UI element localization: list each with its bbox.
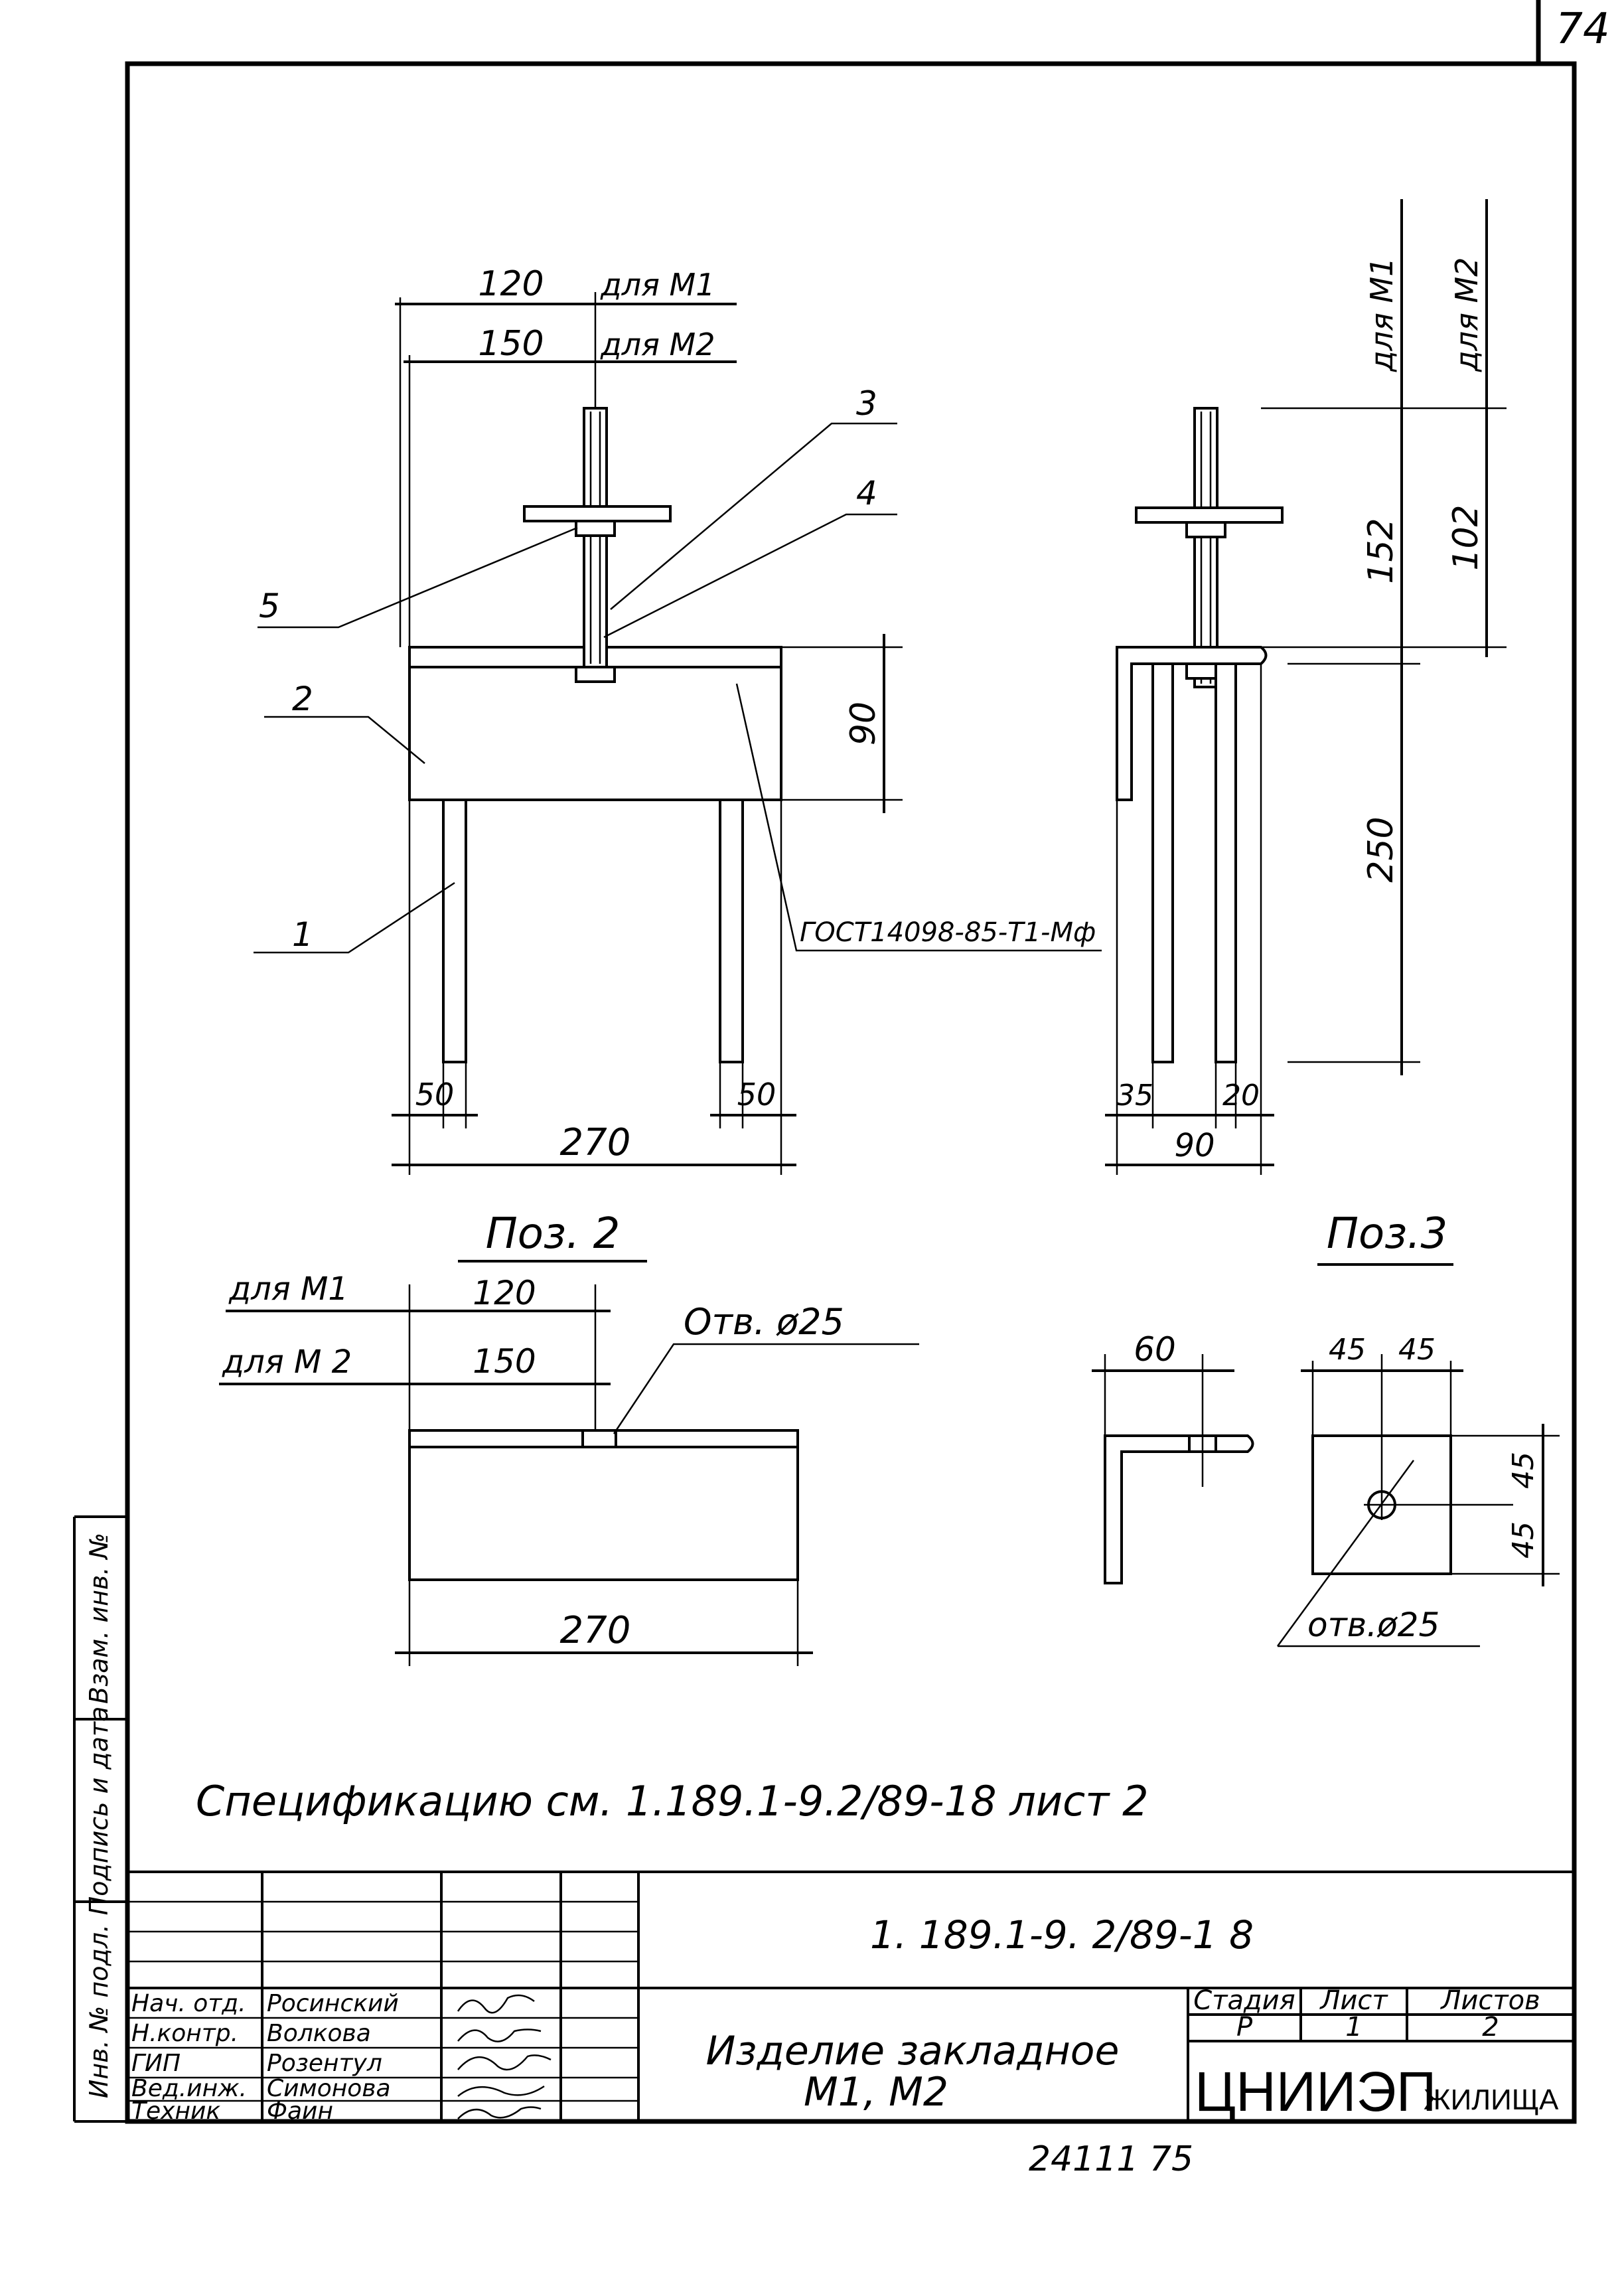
pos3-dim-60: 60 (1134, 1330, 1176, 1369)
pos3-hole-label: отв.ø25 (1307, 1606, 1439, 1644)
pos3-angle (1104, 1434, 1254, 1584)
sheets-value: 2 (1482, 2012, 1499, 2042)
role-3: ГИП (131, 2050, 181, 2077)
dim-120: 120 (478, 264, 544, 304)
dim-left-50: 50 (415, 1077, 455, 1112)
dim-right-50: 50 (737, 1077, 776, 1112)
name-4: Симонова (267, 2075, 391, 2102)
sheet-header: Лист (1319, 1985, 1388, 2016)
washer-side (1135, 506, 1284, 524)
pos2-for-m2: для М 2 (222, 1343, 352, 1381)
pos3-dim-45b: 45 (1398, 1333, 1436, 1367)
title-block (127, 1871, 1574, 2121)
washer-front (523, 505, 672, 522)
bottom-number: 24111 75 (1029, 2139, 1193, 2179)
dim-90: 90 (844, 702, 883, 745)
role-4: Вед.инж. (131, 2075, 247, 2102)
for-m2: для М2 (600, 327, 715, 362)
dim-20: 20 (1222, 1079, 1260, 1112)
sign-date-label: Подпись и дата (84, 1707, 113, 1916)
org-name: ЦНИИЭП (1195, 2060, 1436, 2123)
side-for-m1: для М1 (1364, 258, 1400, 372)
front-view: 120 150 для М1 для М2 90 50 50 270 3 4 5… (254, 264, 1102, 1175)
side-view: для М1 для М2 152 102 250 35 20 90 (1105, 199, 1507, 1175)
product-title: Изделие закладное (706, 2028, 1120, 2074)
pos3-title: Поз.3 (1327, 1209, 1447, 1259)
inv-orig-label: Инв. № подл. (84, 1924, 113, 2098)
pos-5-label: 5 (259, 587, 280, 625)
dim-250: 250 (1361, 816, 1401, 882)
pos2-hole (581, 1429, 617, 1448)
dim-150: 150 (478, 324, 544, 364)
sheet-frame (73, 0, 1577, 2124)
vzam-inv-label: Взам. инв. № (84, 1533, 113, 1704)
name-5: Фаин (267, 2098, 333, 2125)
pos2-plate (408, 1429, 799, 1581)
pos2-dim-120: 120 (473, 1274, 536, 1312)
name-1: Росинский (267, 1990, 399, 2017)
dim-270: 270 (560, 1121, 631, 1164)
corner-number: 74 (1556, 5, 1609, 54)
pos-1-label: 1 (292, 915, 313, 954)
anchor-leg-side-2 (1215, 662, 1237, 1063)
pos3-detail: Поз.3 60 45 45 45 45 отв.ø25 (1092, 1209, 1560, 1647)
sheet-value: 1 (1345, 2012, 1362, 2042)
role-1: Нач. отд. (131, 1990, 246, 2017)
side-dim-90: 90 (1174, 1127, 1215, 1164)
pos3-dim-45d: 45 (1507, 1521, 1540, 1559)
spec-note: Спецификацию см. 1.189.1-9.2/89-18 лист … (196, 1777, 1149, 1825)
pos-3-label: 3 (856, 384, 877, 423)
role-2: Н.контр. (131, 2020, 238, 2047)
pos3-dim-45c: 45 (1507, 1452, 1540, 1489)
signatures (457, 1994, 552, 2119)
name-2: Волкова (267, 2020, 371, 2047)
dim-152: 152 (1361, 518, 1401, 583)
bolt-front (583, 407, 608, 668)
for-m1: для М1 (600, 267, 715, 303)
pos-4-label: 4 (856, 474, 877, 512)
anchor-leg-side-1 (1151, 662, 1174, 1063)
name-3: Розентул (267, 2050, 382, 2077)
pos2-dim-270: 270 (560, 1609, 631, 1652)
side-for-m2: для М2 (1449, 258, 1485, 372)
org-dept: ЖИЛИЩА (1424, 2084, 1559, 2116)
weld-note: ГОСТ14098-85-Т1-Мф (800, 917, 1096, 948)
bolt-side (1193, 407, 1218, 688)
sheets-header: Листов (1439, 1985, 1540, 2016)
stage-value: Р (1236, 2012, 1253, 2042)
pos2-detail: Поз. 2 для М1 для М 2 120 150 Отв. ø25 2… (219, 1209, 919, 1666)
angle-side (1116, 646, 1268, 801)
pos2-for-m1: для М1 (228, 1270, 348, 1308)
dim-35: 35 (1116, 1079, 1153, 1112)
pos2-title: Поз. 2 (486, 1209, 621, 1259)
pos-2-label: 2 (292, 680, 313, 718)
pos2-hole-label: Отв. ø25 (684, 1301, 844, 1343)
plate-front (408, 646, 782, 801)
stage-header: Стадия (1193, 1985, 1295, 2016)
doc-code: 1. 189.1-9. 2/89-1 8 (870, 1912, 1254, 1957)
pos2-dim-150: 150 (473, 1342, 536, 1381)
pos3-dim-45a: 45 (1329, 1333, 1366, 1367)
product-subtitle: М1, М2 (804, 2069, 948, 2115)
role-5: Техник (131, 2098, 220, 2125)
dim-102: 102 (1446, 504, 1486, 570)
